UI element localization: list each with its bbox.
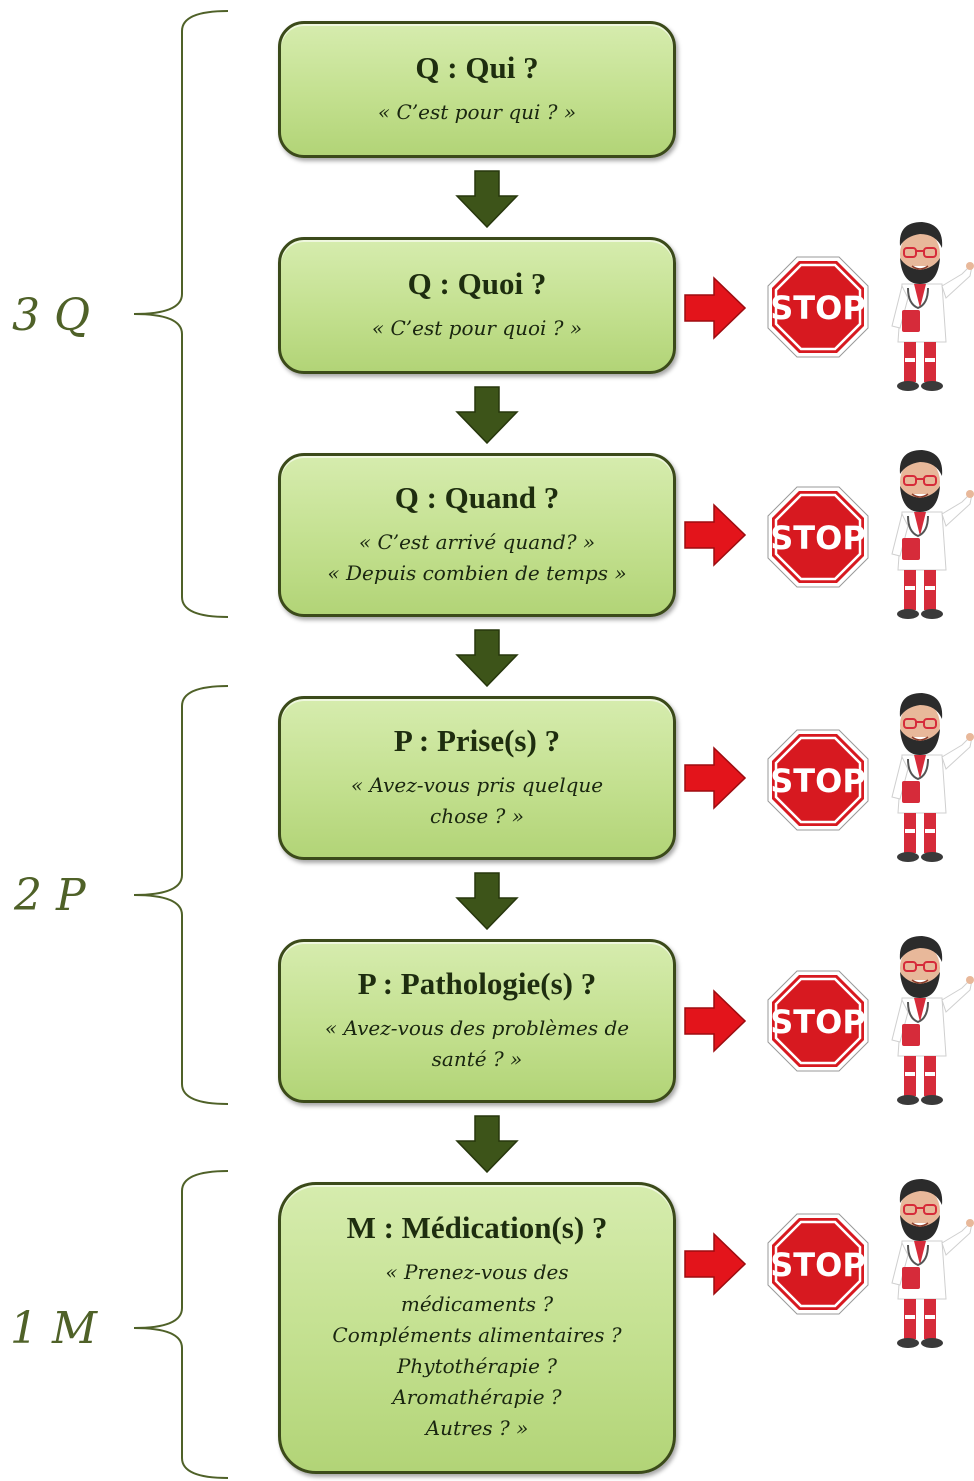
step-question: « C’est arrivé quand? » « Depuis combien… <box>327 527 626 589</box>
step-question-line: « C’est pour quoi ? » <box>371 315 583 340</box>
doctor-illustration <box>891 450 974 619</box>
arrow-down-icon <box>455 1115 519 1173</box>
doctor-illustration <box>891 1179 974 1348</box>
step-box-medications: M : Médication(s) ? « Prenez-vous des mé… <box>278 1182 676 1474</box>
step-question-line: « C’est pour qui ? » <box>377 99 577 124</box>
doctor-illustration <box>891 936 974 1105</box>
arrow-right-icon <box>684 1232 746 1296</box>
arrow-down-icon <box>455 170 519 228</box>
arrow-right-icon <box>684 746 746 810</box>
stop-sign-text: STOP <box>770 1246 866 1284</box>
step-title: Q : Qui ? <box>415 49 539 85</box>
step-question-line: « Avez-vous des problèmes de <box>324 1015 630 1040</box>
step-question-line: chose ? » <box>430 804 524 829</box>
arrow-down-icon <box>455 629 519 687</box>
step-question-line: Autres ? » <box>425 1416 529 1441</box>
doctor-illustration <box>891 222 974 391</box>
step-title: P : Prise(s) ? <box>393 722 561 758</box>
step-question-line: Aromathérapie ? <box>392 1385 562 1410</box>
stop-sign-icon: STOP <box>767 1213 869 1315</box>
step-box-prises: P : Prise(s) ? « Avez-vous pris quelque … <box>278 696 676 860</box>
brace-1m <box>133 1170 229 1479</box>
step-title: Q : Quoi ? <box>407 265 547 301</box>
step-question-line: « C’est arrivé quand? » <box>358 529 596 554</box>
step-box-qui: Q : Qui ? « C’est pour qui ? » <box>278 21 676 158</box>
group-label-3q: 3 Q <box>12 290 91 341</box>
step-title: M : Médication(s) ? <box>346 1210 608 1246</box>
step-question-line: « Prenez-vous des <box>385 1260 569 1285</box>
stop-sign-icon: STOP <box>767 729 869 831</box>
group-label-2p: 2 P <box>14 870 86 921</box>
step-question: « Avez-vous pris quelque chose ? » <box>351 770 603 832</box>
arrow-right-icon <box>684 503 746 567</box>
step-question: « C’est pour quoi ? » <box>372 313 582 344</box>
arrow-right-icon <box>684 989 746 1053</box>
step-question-line: Phytothérapie ? <box>396 1354 558 1379</box>
step-title: Q : Quand ? <box>394 479 560 515</box>
step-question-line: médicaments ? <box>400 1291 554 1316</box>
step-box-quand: Q : Quand ? « C’est arrivé quand? » « De… <box>278 453 676 617</box>
stop-sign-text: STOP <box>770 519 866 557</box>
arrow-down-icon <box>455 872 519 930</box>
arrow-down-icon <box>455 386 519 444</box>
stop-sign-icon: STOP <box>767 970 869 1072</box>
step-question: « C’est pour qui ? » <box>378 97 576 128</box>
brace-2p <box>133 685 229 1105</box>
doctor-illustration <box>891 693 974 862</box>
stop-sign-icon: STOP <box>767 486 869 588</box>
step-question-line: santé ? » <box>431 1047 523 1072</box>
arrow-right-icon <box>684 276 746 340</box>
stop-sign-text: STOP <box>770 289 866 327</box>
stop-sign-text: STOP <box>770 762 866 800</box>
step-question-line: Compléments alimentaires ? <box>332 1322 622 1347</box>
step-box-pathologies: P : Pathologie(s) ? « Avez-vous des prob… <box>278 939 676 1103</box>
step-question-line: « Avez-vous pris quelque <box>350 772 604 797</box>
step-title: P : Pathologie(s) ? <box>357 965 597 1001</box>
step-question-line: « Depuis combien de temps » <box>327 561 627 586</box>
step-question: « Avez-vous des problèmes de santé ? » <box>325 1013 629 1075</box>
brace-3q <box>133 10 229 618</box>
stop-sign-text: STOP <box>770 1003 866 1041</box>
step-question: « Prenez-vous des médicaments ? Compléme… <box>332 1257 621 1444</box>
group-label-1m: 1 M <box>10 1303 98 1354</box>
step-box-quoi: Q : Quoi ? « C’est pour quoi ? » <box>278 237 676 374</box>
stop-sign-icon: STOP <box>767 256 869 358</box>
